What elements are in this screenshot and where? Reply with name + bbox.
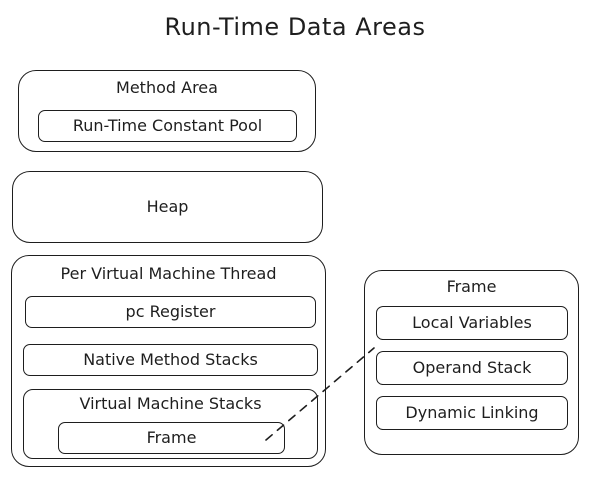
native-method-stacks-label: Native Method Stacks <box>83 350 258 369</box>
runtime-constant-pool-box: Run-Time Constant Pool <box>38 110 297 142</box>
per-thread-label: Per Virtual Machine Thread <box>60 264 277 283</box>
virtual-machine-stacks-box: Virtual Machine Stacks Frame <box>23 389 318 459</box>
vm-stack-frame-box: Frame <box>58 422 285 454</box>
frame-detail-label: Frame <box>446 277 497 296</box>
frame-detail-box: Frame Local Variables Operand Stack Dyna… <box>364 270 579 455</box>
dynamic-linking-box: Dynamic Linking <box>376 396 568 430</box>
diagram-title: Run-Time Data Areas <box>164 13 426 41</box>
dynamic-linking-label: Dynamic Linking <box>405 403 539 422</box>
heap-box: Heap <box>12 171 323 243</box>
native-method-stacks-box: Native Method Stacks <box>23 344 318 376</box>
operand-stack-box: Operand Stack <box>376 351 568 385</box>
per-thread-box: Per Virtual Machine Thread pc Register N… <box>11 255 326 467</box>
local-variables-box: Local Variables <box>376 306 568 340</box>
virtual-machine-stacks-label: Virtual Machine Stacks <box>79 394 262 413</box>
heap-label: Heap <box>146 197 189 216</box>
local-variables-label: Local Variables <box>412 313 532 332</box>
pc-register-box: pc Register <box>25 296 316 328</box>
vm-stack-frame-label: Frame <box>146 428 197 447</box>
method-area-box: Method Area Run-Time Constant Pool <box>18 70 316 152</box>
method-area-label: Method Area <box>116 78 218 97</box>
operand-stack-label: Operand Stack <box>412 358 532 377</box>
runtime-constant-pool-label: Run-Time Constant Pool <box>72 116 263 135</box>
pc-register-label: pc Register <box>125 302 216 321</box>
